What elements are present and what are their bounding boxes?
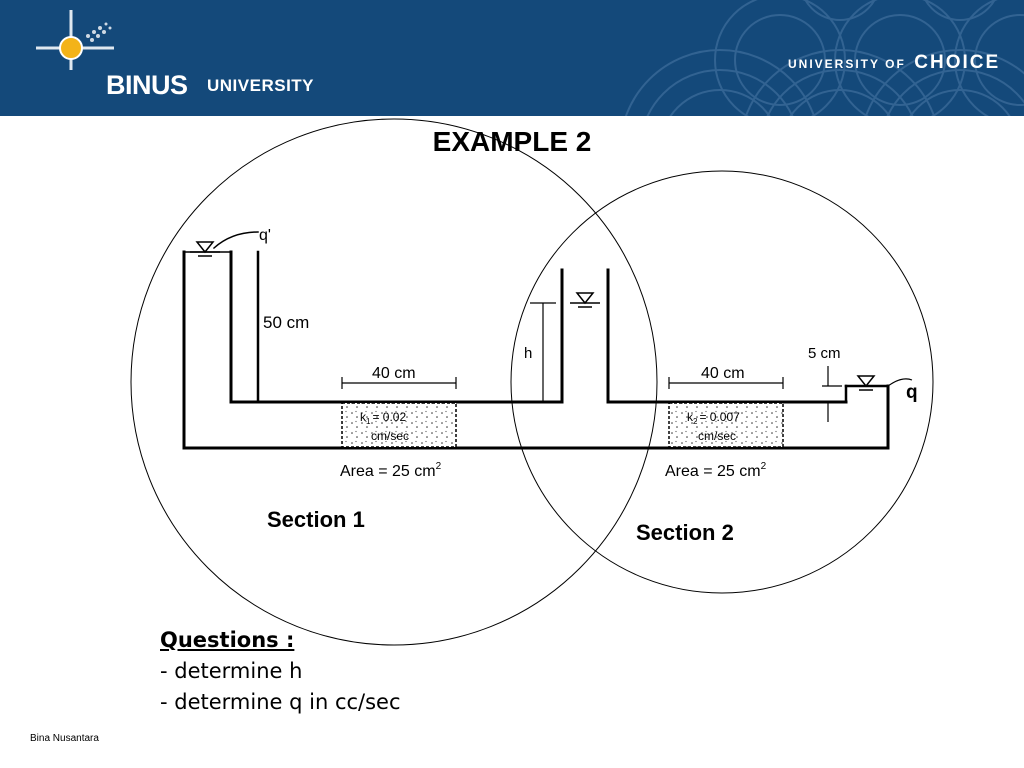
soil-sample-2 [668, 402, 784, 448]
h-label: h [524, 345, 532, 362]
length-1-label: 40 cm [372, 365, 416, 382]
section-2-label: Section 2 [636, 520, 734, 545]
tagline-prefix: UNIVERSITY OF [788, 57, 906, 71]
logo-wordmark: BINUS [106, 70, 188, 100]
k2-unit: cm/sec [698, 429, 736, 443]
question-item: - determine q in cc/sec [160, 690, 401, 714]
section-1-label: Section 1 [267, 507, 365, 532]
pipe-walls [182, 231, 890, 450]
header-tagline: UNIVERSITY OF CHOICE [788, 52, 1000, 74]
logo-emblem-icon [36, 10, 114, 70]
k1-label: k1= 0.02 [360, 410, 406, 426]
tagline-emphasis: CHOICE [914, 52, 1001, 73]
k1-unit: cm/sec [371, 429, 409, 443]
dimension-lines [341, 302, 913, 422]
question-item: - determine h [160, 659, 303, 683]
binus-logo: BINUS UNIVERSITY [26, 10, 316, 106]
length-2-label: 40 cm [701, 365, 745, 382]
slide-title: EXAMPLE 2 [432, 126, 592, 157]
header-arc-pattern [624, 0, 1024, 116]
q-outflow-label: q [906, 382, 918, 403]
footer-label: Bina Nusantara [30, 733, 99, 744]
section-1-circle [130, 118, 658, 646]
q-prime-label: q' [259, 227, 271, 244]
questions-title: Questions : [160, 628, 295, 652]
k2-label: k2= 0.007 [687, 410, 740, 426]
water-level-symbols [190, 241, 881, 391]
soil-sample-1 [341, 402, 457, 448]
area-1-label: Area = 25 cm2 [340, 461, 442, 480]
height-50cm-label: 50 cm [263, 313, 309, 332]
drop-5cm-label: 5 cm [808, 345, 841, 362]
section-2-circle [510, 170, 934, 594]
questions-block: Questions : - determine h - determine q … [160, 625, 401, 718]
area-2-label: Area = 25 cm2 [665, 461, 767, 480]
logo-subtitle: UNIVERSITY [207, 76, 315, 95]
header-banner: BINUS UNIVERSITY UNIVERSITY OF CHOICE [0, 0, 1024, 116]
